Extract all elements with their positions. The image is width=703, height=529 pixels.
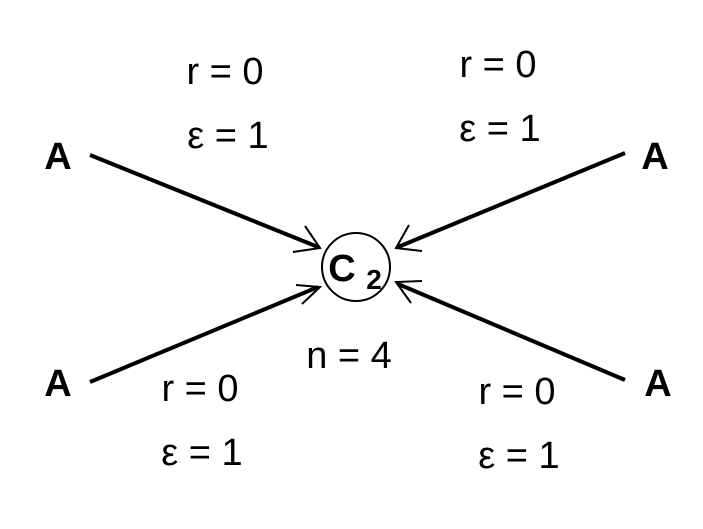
arrowhead-bottom-right — [394, 280, 423, 304]
edge-top-right — [397, 151, 626, 249]
top-right-r-label: r = 0 — [459, 44, 536, 86]
node-top-left: A — [44, 136, 71, 178]
bottom-left-epsilon-label: ε = 1 — [161, 432, 242, 474]
edge-bottom-right — [397, 282, 626, 382]
top-left-r-label: r = 0 — [186, 51, 263, 93]
arrowhead-top-right — [394, 224, 423, 252]
center-n-label: n = 4 — [306, 335, 392, 377]
arrowhead-top-left — [292, 225, 322, 253]
node-top-right: A — [641, 136, 668, 178]
node-bottom-left: A — [44, 363, 71, 405]
top-left-epsilon-label: ε = 1 — [187, 115, 268, 157]
center-node-subscript: 2 — [366, 264, 382, 295]
arrowhead-bottom-left — [295, 284, 323, 305]
node-bottom-right: A — [644, 363, 671, 405]
edge-bottom-left — [89, 285, 319, 384]
edge-top-left — [89, 153, 319, 249]
bottom-right-epsilon-label: ε = 1 — [478, 435, 559, 477]
bottom-right-r-label: r = 0 — [478, 371, 555, 413]
top-right-epsilon-label: ε = 1 — [459, 108, 540, 150]
center-node-label: C — [328, 248, 355, 290]
bottom-left-r-label: r = 0 — [161, 368, 238, 410]
center-node-circle — [321, 232, 391, 302]
